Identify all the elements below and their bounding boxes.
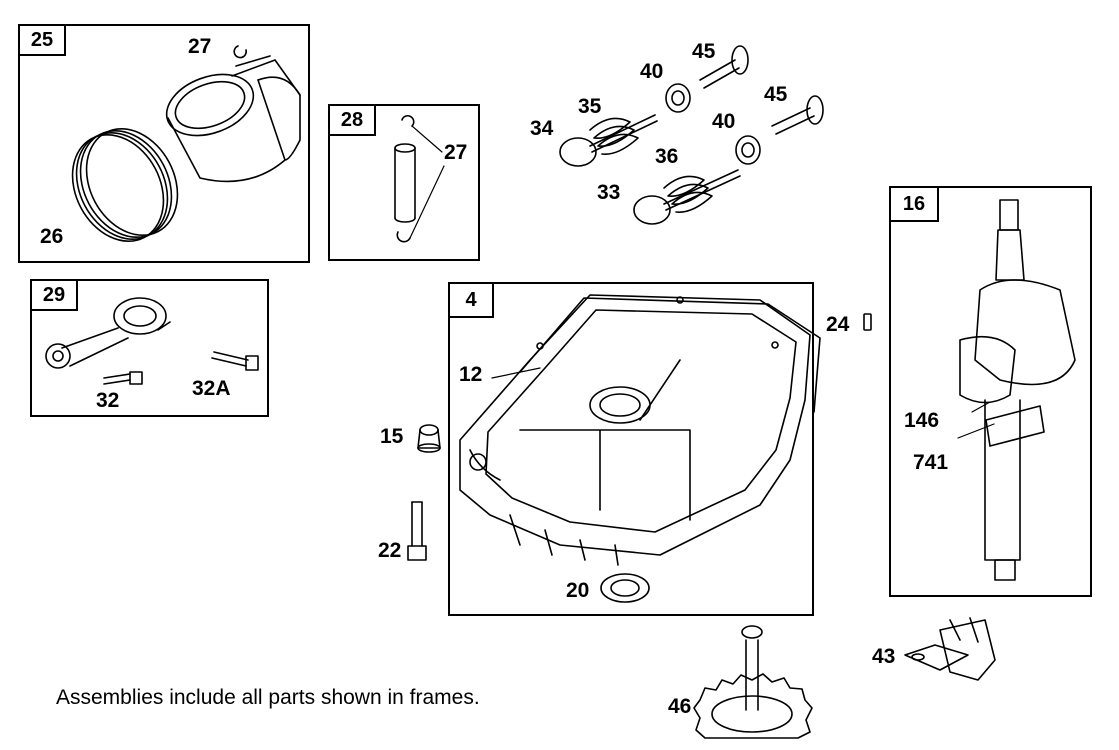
callout-tappet: 45 xyxy=(692,40,716,63)
frame-label: 16 xyxy=(889,186,939,222)
retaining-clip-illustration xyxy=(401,114,415,127)
spring-retainer-illustration xyxy=(665,83,691,113)
frame-label: 28 xyxy=(328,104,376,136)
intake-valve-illustration xyxy=(559,114,658,167)
callout-piston-rings: 26 xyxy=(40,225,64,248)
rod-bolt-illustration xyxy=(103,371,143,385)
callout-retaining-clip: 27 xyxy=(444,141,468,164)
governor-crank-illustration xyxy=(904,617,996,681)
callout-timing-gear: 741 xyxy=(913,451,949,474)
oil-seal-illustration xyxy=(600,573,650,603)
valve-spring-illustration xyxy=(663,175,713,213)
exhaust-valve-illustration xyxy=(633,169,741,225)
callout-valve-spring: 36 xyxy=(655,145,679,168)
callout-crank-gear: 146 xyxy=(904,409,940,432)
tappet-illustration xyxy=(771,95,824,135)
piston-illustration xyxy=(165,55,301,183)
callout-valve-spring: 35 xyxy=(578,95,602,118)
rod-bolt-long-illustration xyxy=(211,351,259,371)
sump-bolt-illustration xyxy=(407,501,427,561)
governor-gear-illustration xyxy=(693,625,813,739)
callout-spring-retainer: 40 xyxy=(640,60,664,83)
callout-oil-seal: 20 xyxy=(566,579,590,602)
frame-wrist-pin-assembly: 28 xyxy=(328,104,480,261)
crank-key-illustration xyxy=(863,313,872,331)
wrist-pin-illustration xyxy=(394,143,416,223)
breather-grommet-illustration xyxy=(417,424,441,453)
crankcase-sump-illustration xyxy=(459,294,811,566)
callout-crank-key: 24 xyxy=(826,313,850,336)
gasket-illustration xyxy=(519,297,821,413)
connecting-rod-illustration xyxy=(45,297,171,369)
frame-piston-assembly: 25 xyxy=(18,24,310,263)
frame-connecting-rod-assembly: 29 xyxy=(30,279,269,417)
callout-breather-grommet: 15 xyxy=(380,425,404,448)
callout-spring-retainer: 40 xyxy=(712,110,736,133)
assembly-note: Assemblies include all parts shown in fr… xyxy=(56,686,480,709)
callout-rod-bolt: 32 xyxy=(96,389,120,412)
spring-retainer-illustration xyxy=(735,135,761,165)
callout-retaining-clip: 27 xyxy=(188,35,212,58)
frame-label: 4 xyxy=(448,282,494,318)
tappet-illustration xyxy=(699,45,749,89)
callout-gasket: 12 xyxy=(459,363,483,386)
valve-spring-illustration xyxy=(589,117,639,155)
retaining-clip-illustration xyxy=(233,45,247,59)
callout-sump-bolt: 22 xyxy=(378,539,402,562)
frame-sump-assembly: 4 xyxy=(448,282,814,616)
callout-tappet: 45 xyxy=(764,83,788,106)
frame-label: 29 xyxy=(30,279,78,311)
crankshaft-illustration xyxy=(959,199,1076,581)
retaining-clip-illustration xyxy=(396,231,411,243)
callout-governor-crank: 43 xyxy=(872,645,896,668)
callout-exhaust-valve: 33 xyxy=(597,181,621,204)
callout-intake-valve: 34 xyxy=(530,117,554,140)
frame-crankshaft-assembly: 16 xyxy=(889,186,1092,597)
piston-rings-illustration xyxy=(71,127,179,243)
callout-rod-bolt-long: 32A xyxy=(192,377,231,400)
frame-label: 25 xyxy=(18,24,66,56)
callout-governor-gear: 46 xyxy=(668,695,692,718)
